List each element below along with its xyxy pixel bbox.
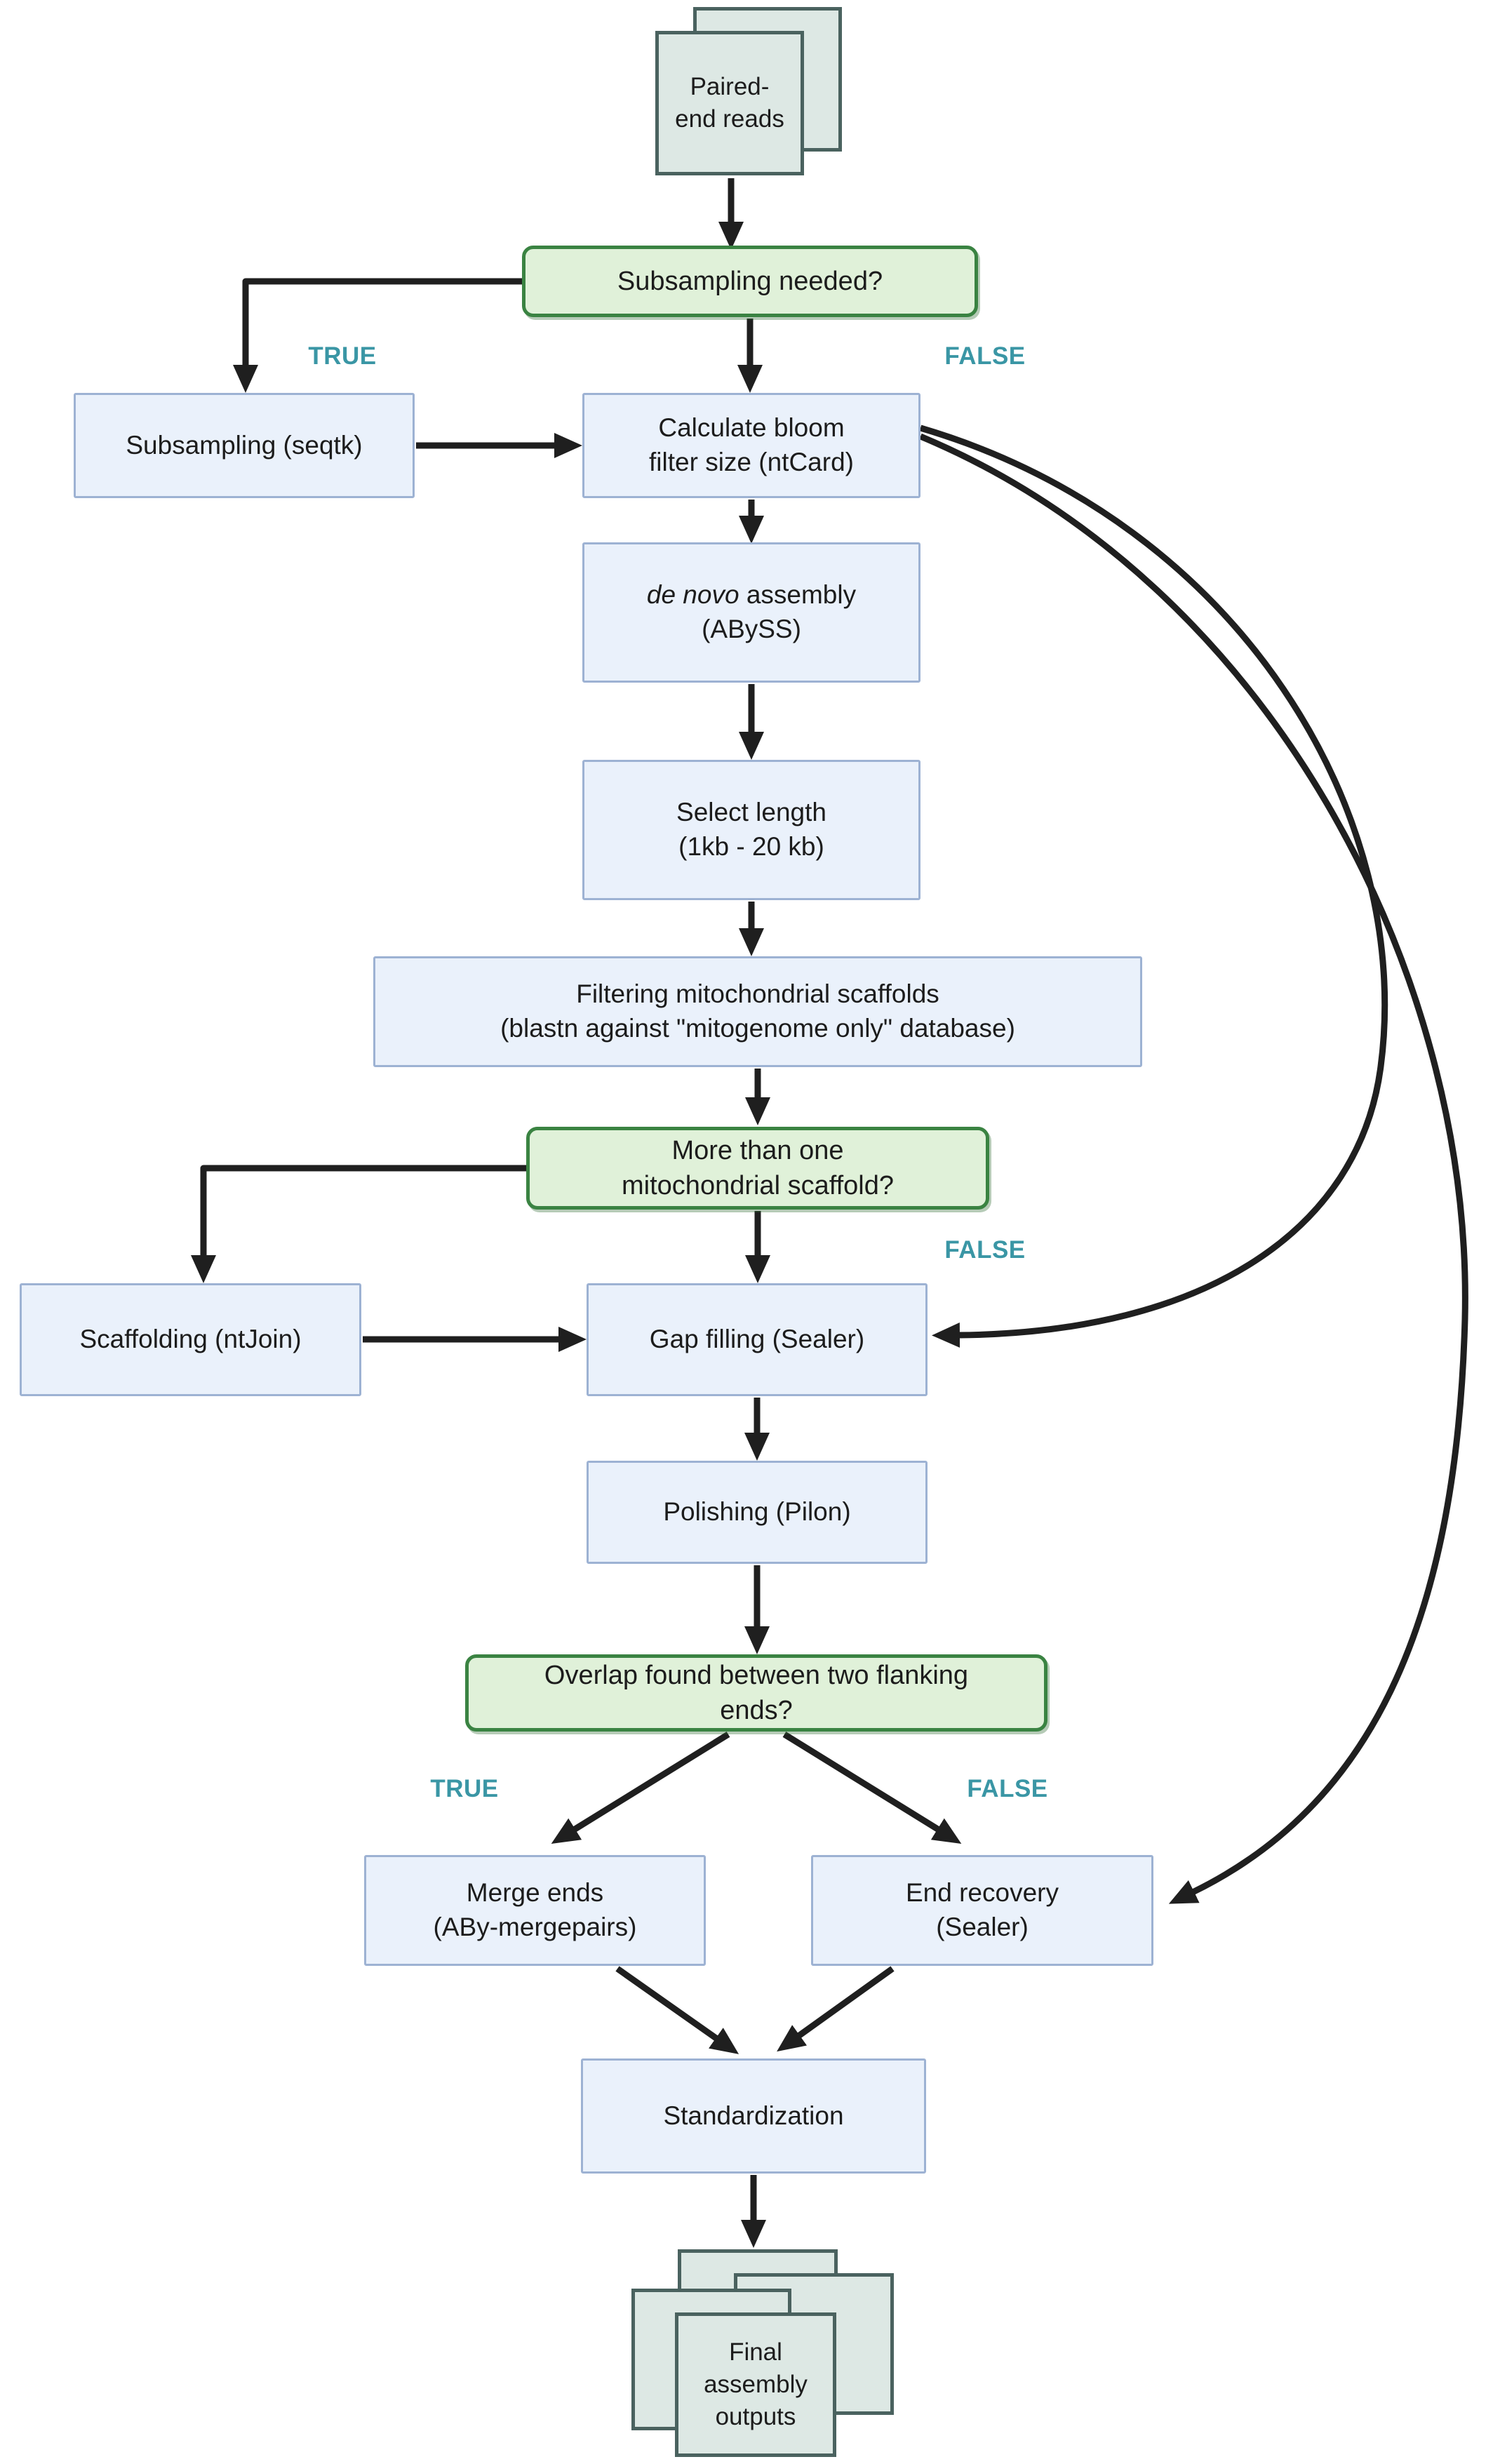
final-outputs-label-line1: Final <box>729 2338 782 2366</box>
end-recovery-label-line1: End recovery <box>906 1878 1059 1908</box>
scaffolding-ntjoin-node: Scaffolding (ntJoin) <box>20 1283 361 1396</box>
more-than-one-label-line1: More than one <box>671 1135 844 1165</box>
polishing-pilon-node: Polishing (Pilon) <box>587 1461 928 1564</box>
end-recovery-label-line2: (Sealer) <box>936 1913 1029 1941</box>
overlap-found-label-line1: Overlap found between two flanking <box>544 1660 969 1690</box>
merge-ends-label-line1: Merge ends <box>466 1878 604 1908</box>
standardization-node: Standardization <box>581 2058 926 2174</box>
edge-decision3-false-to-endrecovery <box>782 1732 962 1844</box>
subsampling-seqtk-label: Subsampling (seqtk) <box>126 430 363 460</box>
select-length-label-line1: Select length <box>676 798 826 827</box>
more-than-one-label-line2: mitochondrial scaffold? <box>622 1171 894 1200</box>
de-novo-assembly-node: de novo assembly (ABySS) <box>582 542 920 683</box>
de-novo-assembly-label-line1: de novo assembly <box>647 578 856 612</box>
select-length-node: Select length (1kb - 20 kb) <box>582 760 920 900</box>
paired-reads-label-line2: end reads <box>675 105 784 133</box>
subsampling-seqtk-node: Subsampling (seqtk) <box>74 393 415 498</box>
paired-reads-label-line1: Paired- <box>690 72 770 100</box>
more-than-one-scaffold-decision: More than one mitochondrial scaffold? <box>526 1127 989 1210</box>
merge-ends-node: Merge ends (ABy-mergepairs) <box>364 1855 706 1966</box>
de-novo-assembly-label-line2: (ABySS) <box>702 615 801 643</box>
branch-label-false-scaffold: FALSE <box>944 1236 1026 1264</box>
polishing-label: Polishing (Pilon) <box>663 1497 851 1527</box>
end-recovery-node: End recovery (Sealer) <box>811 1855 1153 1966</box>
gap-filling-sealer-node: Gap filling (Sealer) <box>587 1283 928 1396</box>
filtering-label-line2: (blastn against "mitogenome only" databa… <box>500 1014 1015 1043</box>
edge-curve-ntcard-to-gap <box>919 424 1388 1348</box>
overlap-found-label-line2: ends? <box>720 1696 793 1725</box>
standardization-label: Standardization <box>663 2101 844 2130</box>
paired-reads-node: Paired- end reads <box>655 31 804 175</box>
branch-label-true-subsampling: TRUE <box>308 342 377 370</box>
filtering-scaffolds-node: Filtering mitochondrial scaffolds (blast… <box>373 956 1142 1067</box>
edge-decision3-true-to-merge <box>551 1732 730 1844</box>
branch-label-false-subsampling: FALSE <box>944 342 1026 370</box>
branch-label-false-overlap: FALSE <box>967 1775 1048 1802</box>
calc-bloom-label-line1: Calculate bloom <box>658 413 845 443</box>
edge-merge-to-standardization <box>615 1966 739 2054</box>
subsampling-needed-label: Subsampling needed? <box>617 266 883 296</box>
select-length-label-line2: (1kb - 20 kb) <box>678 832 824 861</box>
gap-filling-label: Gap filling (Sealer) <box>649 1325 865 1354</box>
de-novo-italic-text: de novo <box>646 580 739 610</box>
edge-decision1-true-to-subsampling <box>233 278 522 393</box>
filtering-label-line1: Filtering mitochondrial scaffolds <box>576 979 939 1009</box>
overlap-found-decision: Overlap found between two flanking ends? <box>465 1654 1047 1732</box>
assembly-text: assembly <box>739 580 857 610</box>
final-outputs-label-line3: outputs <box>715 2403 796 2431</box>
calculate-bloom-filter-node: Calculate bloom filter size (ntCard) <box>582 393 920 498</box>
calc-bloom-label-line2: filter size (ntCard) <box>649 448 854 476</box>
subsampling-needed-decision: Subsampling needed? <box>522 246 978 317</box>
branch-label-true-overlap: TRUE <box>430 1775 499 1802</box>
edge-curve-ntcard-to-endrecovery <box>919 433 1468 1904</box>
edge-decision2-true-to-scaffolding <box>191 1165 526 1283</box>
edge-endrecovery-to-standardization <box>777 1966 895 2052</box>
final-outputs-node: Final assembly outputs <box>675 2312 836 2457</box>
scaffolding-label: Scaffolding (ntJoin) <box>79 1325 302 1354</box>
merge-ends-label-line2: (ABy-mergepairs) <box>433 1913 637 1941</box>
final-outputs-label-line2: assembly <box>704 2370 808 2398</box>
